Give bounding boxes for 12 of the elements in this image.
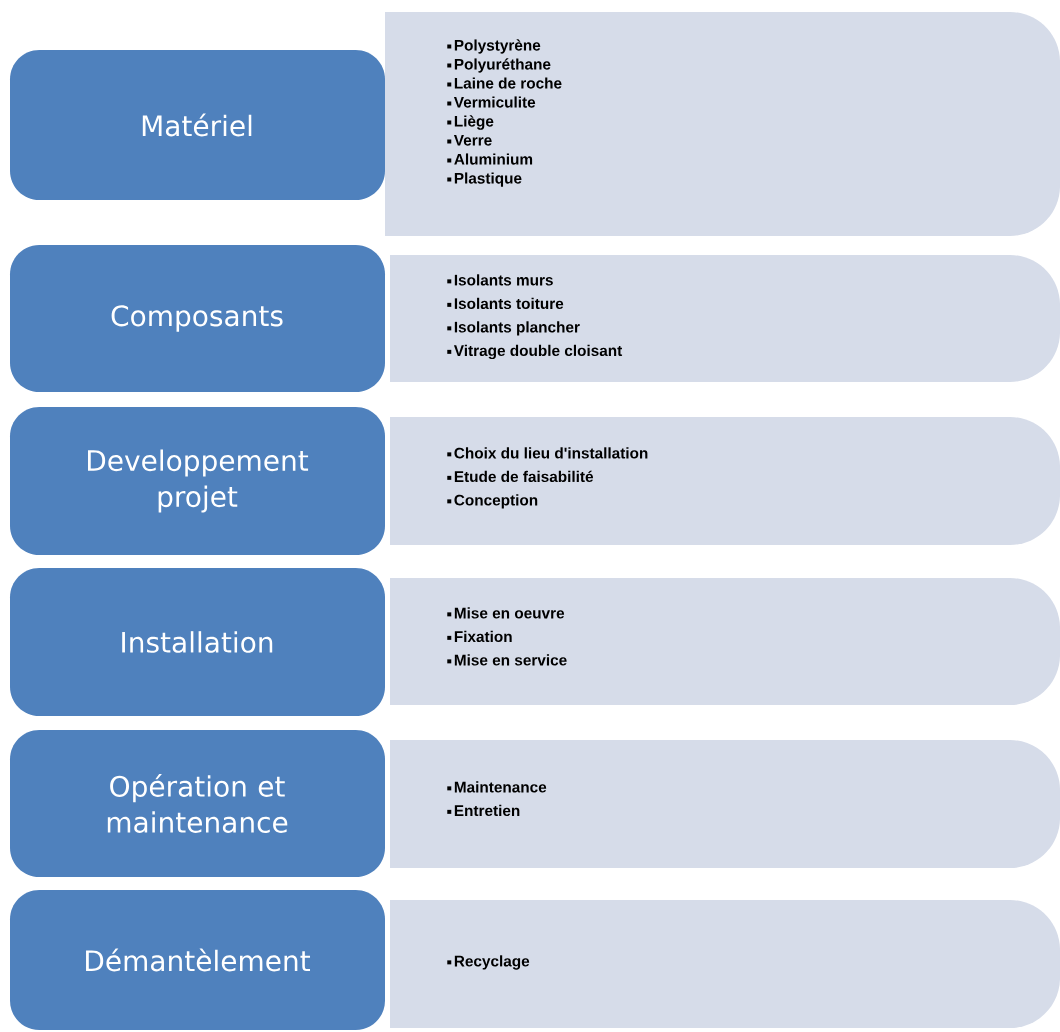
- list-panel: Polystyrène Polyuréthane Laine de roche Vermiculite Liège Verre Aluminium Plastique: [385, 12, 1060, 236]
- stage-box: Matériel: [10, 50, 385, 200]
- list-panel: Choix du lieu d'installation Etude de faisabilité Conception: [390, 417, 1060, 545]
- list-panel: Isolants murs Isolants toiture Isolants plancher Vitrage double cloisant: [390, 255, 1060, 382]
- stage-box: Démantèlement: [10, 890, 385, 1030]
- list-panel: Maintenance Entretien: [390, 740, 1060, 868]
- stage-box: Composants: [10, 245, 385, 392]
- list-panel: Mise en oeuvre Fixation Mise en service: [390, 578, 1060, 705]
- list-panel: Recyclage: [390, 900, 1060, 1028]
- stage-box: Developpement projet: [10, 407, 385, 555]
- stage-box: Installation: [10, 568, 385, 716]
- stage-box: Opération et maintenance: [10, 730, 385, 877]
